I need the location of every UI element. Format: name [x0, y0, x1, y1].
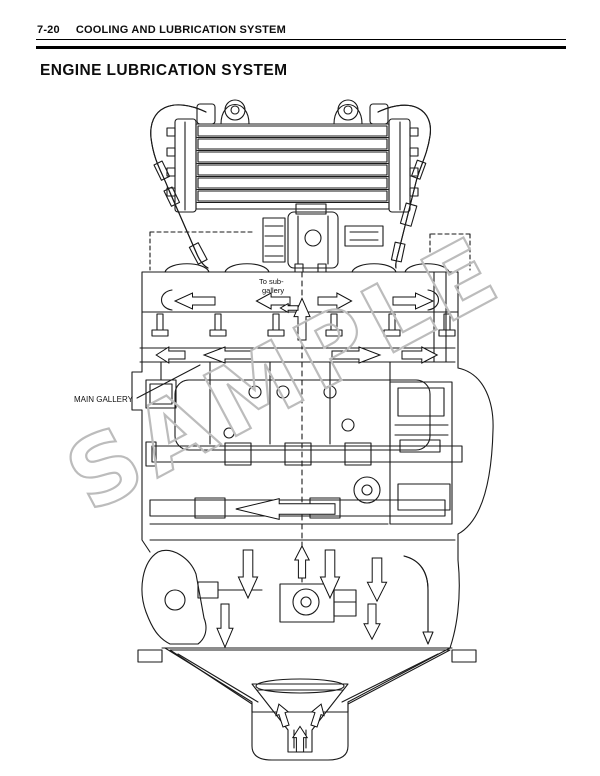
oil-strainer	[251, 678, 349, 753]
label-main-gallery: MAIN GALLERY	[74, 364, 201, 404]
label-to-sub-gallery: To sub- gallery	[259, 277, 284, 295]
header-rule	[36, 39, 566, 49]
page-header: 7-20 COOLING AND LUBRICATION SYSTEM	[37, 24, 565, 36]
oil-cooler	[166, 99, 419, 213]
cylinder-head-oil-passages	[141, 263, 459, 337]
valve-tappets	[151, 313, 456, 337]
svg-text:gallery: gallery	[262, 286, 284, 295]
cooler-mount-left	[220, 99, 250, 125]
page-number: 7-20	[37, 24, 60, 36]
clutch	[389, 367, 494, 649]
page-title: ENGINE LUBRICATION SYSTEM	[40, 62, 288, 79]
water-pump	[141, 550, 263, 645]
return-pipe	[403, 555, 434, 645]
cooler-mount-right	[333, 99, 363, 125]
main-gallery-leader-line	[136, 364, 201, 399]
oil-filter	[262, 203, 384, 273]
crankcase	[131, 271, 459, 583]
oil-pump	[279, 583, 357, 623]
crankshaft	[145, 441, 463, 467]
svg-text:MAIN GALLERY: MAIN GALLERY	[74, 395, 134, 404]
ghost-outline	[149, 231, 471, 271]
left-oil-hose	[150, 104, 209, 269]
right-oil-hose	[377, 104, 431, 269]
oil-pan	[137, 647, 477, 761]
section-title: COOLING AND LUBRICATION SYSTEM	[75, 24, 286, 36]
svg-text:To sub-: To sub-	[259, 277, 284, 286]
